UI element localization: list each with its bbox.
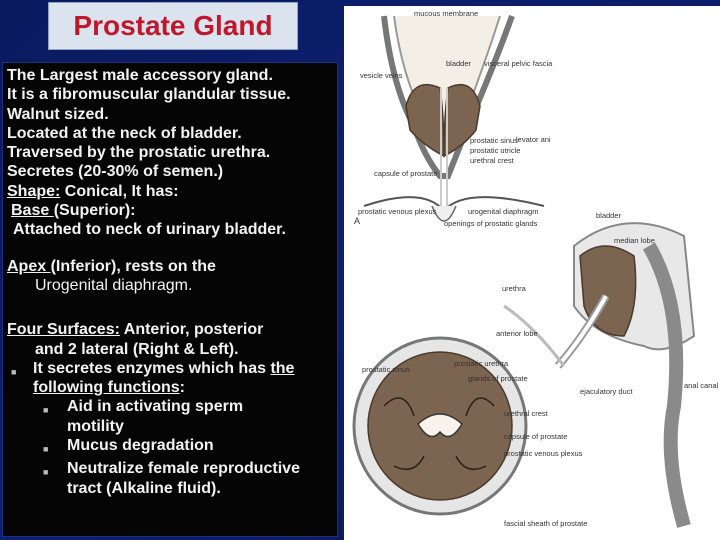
base-rest: (Superior): (53, 202, 136, 220)
title-box: Prostate Gland (48, 2, 298, 50)
label-visceral-pelvic-fascia: visceral pelvic fascia (484, 59, 553, 68)
surfaces-line: Four Surfaces: Anterior, posterior (7, 320, 333, 339)
apex-label: Apex (7, 257, 51, 275)
base-desc: Attached to neck of urinary bladder. (13, 221, 286, 239)
label-mucous-membrane: mucous membrane (414, 9, 478, 18)
text-line-4: Located at the neck of bladder. (7, 124, 242, 142)
bullet-marker: ■ (43, 467, 49, 478)
functions-underlined: following functions (33, 379, 180, 397)
label-prostatic-utricle: prostatic utricle (470, 146, 520, 155)
label-urethral-crest-2: urethral crest (504, 409, 549, 418)
bullet-marker: ■ (43, 444, 49, 455)
label-prostatic-sinus: prostatic sinus (470, 136, 518, 145)
bullet-marker: ■ (43, 405, 49, 416)
sagittal-section (503, 222, 696, 528)
surfaces-rest: Anterior, posterior (119, 321, 264, 339)
text-line-1: The Largest male accessory gland. (7, 67, 273, 84)
label-urogenital-diaphragm: urogenital diaphragm (468, 207, 538, 216)
coronal-section (363, 14, 545, 222)
label-capsule-of-prostate: capsule of prostate (374, 169, 437, 178)
slide-title: Prostate Gland (73, 10, 273, 41)
base-label: Base (11, 202, 54, 220)
text-line-6: Secretes (20-30% of semen.) (7, 163, 224, 181)
apex-line: Apex (Inferior), rests on the (7, 257, 333, 276)
sub-bullet-3: ■ Neutralize female reproductive tract (… (7, 459, 333, 498)
label-prostatic-venous-plexus: prostatic venous plexus (358, 207, 437, 216)
label-levator-ani: levator ani (516, 135, 551, 144)
sub1-line-a: Aid in activating sperm (67, 398, 244, 416)
label-anal-canal: anal canal (684, 381, 719, 390)
label-bladder: bladder (446, 59, 472, 68)
label-vesicle-veins: vesicle veins (360, 71, 403, 80)
transverse-section (352, 336, 528, 516)
label-bladder-2: bladder (596, 211, 622, 220)
text-line-3: Walnut sized. (7, 105, 109, 123)
text-panel: The Largest male accessory gland. It is … (2, 62, 338, 537)
bullet-marker: ■ (11, 366, 17, 377)
functions-colon: : (179, 379, 185, 397)
label-median-lobe: median lobe (614, 236, 655, 245)
shape-rest: Conical, It has: (60, 182, 179, 200)
label-openings-of-prostatic-glands: openings of prostatic glands (444, 219, 538, 228)
text-line-5: Traversed by the prostatic urethra. (7, 144, 271, 162)
label-ejaculatory-duct: ejaculatory duct (580, 387, 633, 396)
base-line: Base (Superior): (7, 201, 333, 220)
label-glands-of-prostate: glands of prostate (468, 374, 528, 383)
page-number: 16 (660, 512, 674, 526)
label-urethral-crest: urethral crest (470, 156, 515, 165)
apex-desc: Urogenital diaphragm. (35, 276, 193, 294)
sub2-line: Mucus degradation (67, 437, 214, 455)
apex-rest: (Inferior), rests on the (50, 257, 216, 275)
sub-bullet-1: ■ Aid in activating sperm motility (7, 397, 333, 436)
coronal-labels: mucous membrane bladder visceral pelvic … (354, 9, 553, 228)
label-prostatic-sinus-2: prostatic sinus (362, 365, 410, 374)
transverse-labels: prostatic urethra glands of prostate eja… (362, 359, 719, 528)
label-fascial-sheath: fascial sheath of prostate (504, 519, 587, 528)
surfaces-label: Four Surfaces: (7, 321, 120, 339)
sagittal-labels: bladder median lobe urethra anterior lob… (496, 211, 655, 338)
sub1-line-b: motility (67, 417, 124, 435)
label-urethra: urethra (502, 284, 527, 293)
sub3-line-b: tract (Alkaline fluid). (67, 479, 221, 497)
label-fig-a: A (354, 216, 360, 226)
bullet-secretes: ■ It secretes enzymes which has the foll… (7, 359, 333, 398)
shape-line: Shape: Conical, It has: (7, 182, 333, 201)
sub3-line-a: Neutralize female reproductive (67, 460, 300, 478)
secretes-text: It secretes enzymes which has (33, 359, 271, 377)
label-prostatic-venous-plexus-2: prostatic venous plexus (504, 449, 583, 458)
shape-label: Shape: (7, 182, 61, 200)
anatomy-illustration: mucous membrane bladder visceral pelvic … (352, 9, 719, 528)
label-anterior-lobe: anterior lobe (496, 329, 538, 338)
label-prostatic-urethra: prostatic urethra (454, 359, 509, 368)
sub-bullet-2: ■ Mucus degradation (7, 436, 333, 459)
secretes-underlined: the (270, 359, 295, 377)
anatomy-figure: mucous membrane bladder visceral pelvic … (344, 6, 720, 540)
surfaces-line-2: and 2 lateral (Right & Left). (35, 340, 239, 358)
text-line-2: It is a fibromuscular glandular tissue. (7, 86, 291, 104)
label-capsule-of-prostate-2: capsule of prostate (504, 432, 567, 441)
